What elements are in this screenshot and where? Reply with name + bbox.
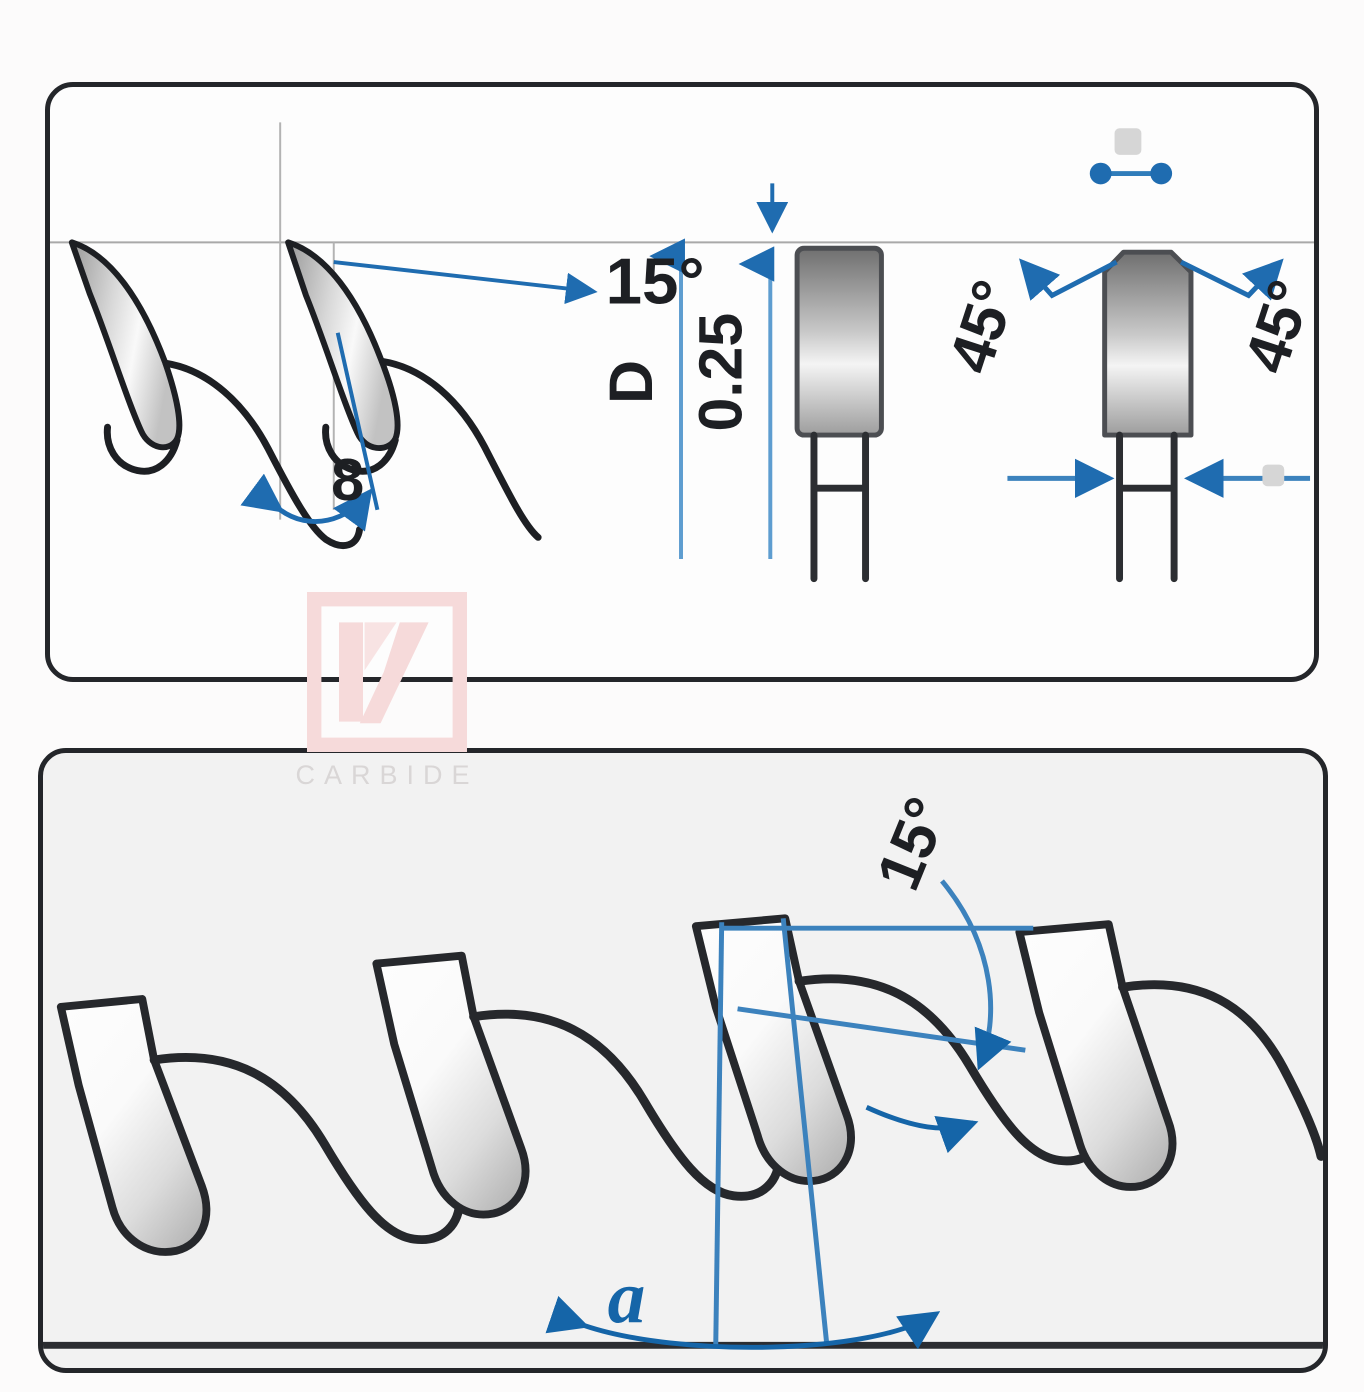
gullet-curve-b2	[469, 1009, 784, 1201]
pitch-angle-label: a	[608, 1256, 646, 1339]
bevel-left-leader	[1019, 258, 1118, 301]
hook-angle-leader	[333, 260, 598, 305]
gullet-curve-2	[378, 357, 542, 541]
tooth-body-3	[691, 914, 855, 1185]
tooth-body-2	[372, 951, 530, 1219]
bevel-right-label: 45°	[1231, 272, 1314, 381]
bevel-left-label: 45°	[936, 272, 1030, 381]
rake-angle-arc	[940, 879, 1012, 1071]
dimension-square-marker-top	[1114, 128, 1142, 155]
radial-line-right	[780, 918, 830, 1346]
tooth-back-1	[103, 423, 181, 475]
pitch-angle-arc	[545, 1295, 941, 1350]
clearance-angle-arc	[240, 473, 373, 532]
clearance-angle-label: 8	[331, 446, 364, 513]
bottom-panel-drawing: 15° a	[43, 788, 1323, 1350]
dimension-square-marker-right	[1262, 464, 1285, 487]
blade-plate-slot-2	[1116, 431, 1178, 583]
gullet-curve-b1	[149, 1053, 465, 1244]
flat-top-tooth-body	[794, 245, 884, 438]
top-view-panel: D 0.25 15° 8 45° 45°	[45, 82, 1319, 682]
bevel-right-leader	[1179, 258, 1284, 301]
side-profile-panel: 15° a	[38, 748, 1328, 1373]
bevel-tooth-body	[1102, 249, 1194, 438]
rake-angle-arc-lower	[865, 1105, 979, 1154]
blade-plate-slot-1	[810, 431, 870, 583]
rake-angle-label: 15°	[863, 788, 961, 899]
kerf-label: 0.25	[686, 313, 754, 432]
gullet-curve-b4	[1118, 980, 1323, 1161]
tooth-face-1	[68, 239, 183, 451]
diameter-label: D	[597, 360, 665, 404]
tooth-face-2	[285, 239, 401, 451]
radial-line-left	[713, 922, 725, 1346]
hook-angle-label: 15°	[606, 245, 705, 318]
tooth-body-4	[1015, 920, 1177, 1191]
tooth-body-1	[56, 995, 211, 1256]
top-panel-drawing: D 0.25 15° 8 45° 45°	[50, 122, 1314, 583]
tooth-back-2	[322, 423, 399, 475]
